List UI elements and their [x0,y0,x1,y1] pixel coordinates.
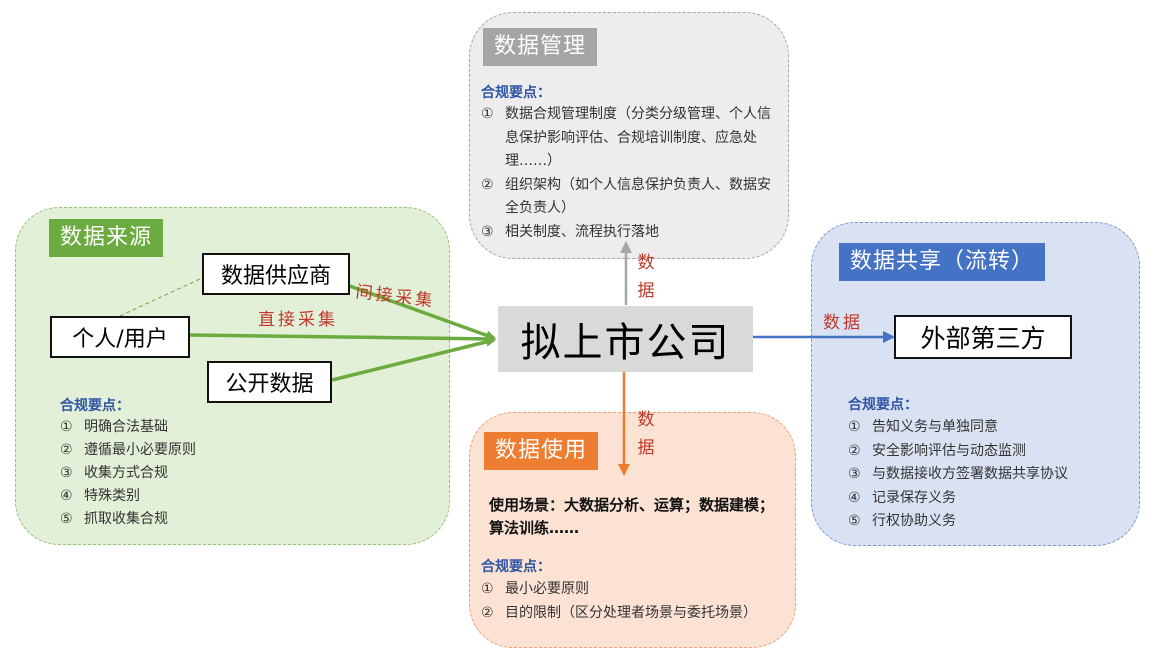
item-text: 遵循最小必要原则 [84,442,196,458]
data-management-title: 数据管理 [483,28,598,66]
list-item: ② 安全影响评估与动态监测 [848,440,1118,464]
usage-compliance-list: ① 最小必要原则 ② 目的限制（区分处理者场景与委托场景） [481,578,791,625]
item-number: ① [481,106,494,122]
source-compliance-label: 合规要点： [60,398,130,414]
item-number: ⑤ [848,513,861,529]
item-text: 目的限制（区分处理者场景与委托场景） [505,604,757,621]
usage-compliance-label: 合规要点： [481,559,551,575]
user-to-company-arrow [189,333,496,344]
item-number: ① [60,419,73,435]
item-text: 与数据接收方签署数据共享协议 [872,466,1068,482]
data-usage-title: 数据使用 [484,432,599,470]
public-data-box: 公开数据 [207,361,332,403]
usage-data-label: 数据 [637,410,655,458]
sharing-compliance-label: 合规要点： [848,397,918,413]
item-text: 记录保存义务 [872,489,956,506]
item-number: ④ [60,488,73,504]
list-item: ② 目的限制（区分处理者场景与委托场景） [481,602,791,626]
user-supplier-dashed-link [119,277,203,317]
list-item: ① 告知义务与单独同意 [848,416,1118,440]
data-source-title: 数据来源 [49,219,164,257]
supplier-to-company-arrow [321,274,496,340]
list-item: ① 最小必要原则 [481,578,791,602]
data-sharing-title: 数据共享（流转） [839,243,1046,281]
item-number: ④ [848,489,861,506]
usage-scenario-text: 使用场景：大数据分析、运算；数据建模；算法训练…… [489,496,775,537]
list-item: ③ 相关制度、流程执行落地 [481,221,781,245]
list-item: ⑤ 行权协助义务 [848,510,1118,534]
sharing-data-label: 数据 [823,313,863,333]
item-text: 抓取收集合规 [84,511,168,527]
list-item: ② 遵循最小必要原则 [60,439,350,462]
management-compliance-list: ① 数据合规管理制度（分类分级管理、个人信息保护影响评估、合规培训制度、应急处理…… [481,103,781,244]
item-number: ③ [481,223,494,240]
item-text: 告知义务与单独同意 [872,419,998,435]
listed-company-node: 拟上市公司 [498,306,753,372]
item-number: ① [481,581,494,597]
item-number: ③ [848,466,861,482]
list-item: ⑤ 抓取收集合规 [60,508,350,531]
item-number: ⑤ [60,511,73,527]
item-number: ② [60,442,73,458]
public-to-company-arrow [331,337,496,382]
data-supplier-box: 数据供应商 [202,253,350,295]
item-text: 收集方式合规 [84,465,168,481]
item-text: 最小必要原则 [505,581,589,597]
list-item: ④ 记录保存义务 [848,487,1118,511]
management-compliance-label: 合规要点： [481,85,551,101]
item-number: ③ [60,465,73,481]
item-number: ② [481,176,494,193]
direct-collection-label: 直接采集 [258,310,338,330]
item-text: 行权协助义务 [872,513,956,529]
item-text: 明确合法基础 [84,419,168,435]
item-number: ② [848,442,861,459]
item-number: ① [848,419,861,435]
external-third-party-box: 外部第三方 [894,315,1072,359]
management-data-label: 数据 [637,253,655,301]
item-text: 安全影响评估与动态监测 [872,442,1026,459]
item-number: ② [481,604,494,621]
list-item: ① 数据合规管理制度（分类分级管理、个人信息保护影响评估、合规培训制度、应急处理…… [481,103,781,174]
list-item: ① 明确合法基础 [60,416,350,439]
list-item: ④ 特殊类别 [60,485,350,508]
list-item: ③ 收集方式合规 [60,462,350,485]
individual-user-box: 个人/用户 [50,316,190,358]
source-compliance-list: ① 明确合法基础 ② 遵循最小必要原则 ③ 收集方式合规 ④ 特殊类别 ⑤ 抓取收集合规 [60,416,350,531]
item-text: 数据合规管理制度（分类分级管理、个人信息保护影响评估、合规培训制度、应急处理……… [505,106,771,169]
list-item: ③ 与数据接收方签署数据共享协议 [848,463,1118,487]
item-text: 特殊类别 [84,488,140,504]
list-item: ② 组织架构（如个人信息保护负责人、数据安全负责人） [481,174,781,221]
item-text: 相关制度、流程执行落地 [505,223,659,240]
item-text: 组织架构（如个人信息保护负责人、数据安全负责人） [505,176,771,217]
